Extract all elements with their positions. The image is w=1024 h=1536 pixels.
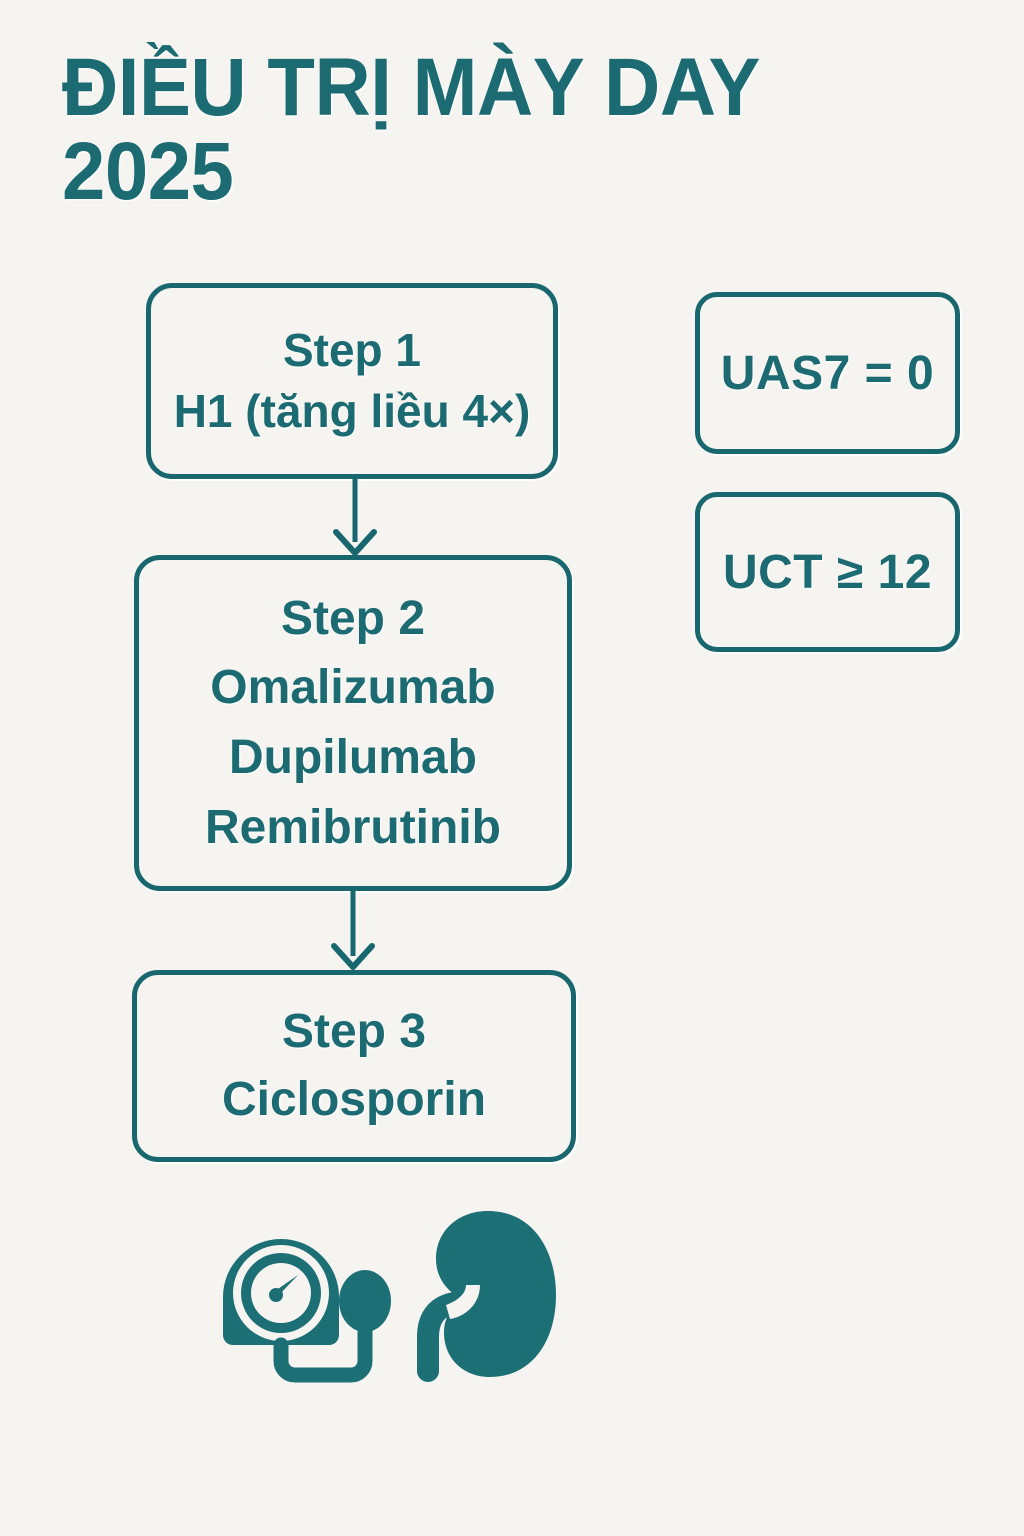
- connector-arrow-step1-step2: [333, 476, 377, 556]
- connector-arrow-step2-step3: [331, 888, 375, 970]
- flow-step-2-line-1: Omalizumab: [210, 661, 496, 715]
- flow-step-2-box[interactable]: Step 2 Omalizumab Dupilumab Remibrutinib: [134, 555, 572, 891]
- page-title: ĐIỀU TRỊ MÀY DAY 2025: [62, 46, 841, 213]
- flow-step-2-line-2: Dupilumab: [229, 731, 477, 784]
- kidney-icon: [417, 1211, 556, 1382]
- target-badge-uct[interactable]: UCT ≥ 12: [695, 492, 960, 652]
- flow-step-3-box[interactable]: Step 3 Ciclosporin: [132, 970, 576, 1162]
- target-badge-uas7[interactable]: UAS7 = 0: [695, 292, 960, 454]
- flow-step-1-line-1: H1 (tăng liều 4×): [173, 385, 531, 437]
- flow-step-3-heading: Step 3: [281, 1004, 427, 1058]
- icon-row: [205, 1205, 575, 1385]
- blood-pressure-monitor-icon: [223, 1239, 391, 1383]
- flow-step-1-box[interactable]: Step 1 H1 (tăng liều 4×): [146, 283, 558, 479]
- flow-step-2-line-3: Remibrutinib: [205, 800, 501, 854]
- flow-step-2-heading: Step 2: [280, 591, 426, 645]
- page-title-line-2: 2025: [62, 125, 234, 217]
- flow-step-3-line-1: Ciclosporin: [221, 1073, 487, 1126]
- flow-step-1-heading: Step 1: [282, 324, 422, 377]
- page-title-line-1: ĐIỀU TRỊ MÀY DAY: [62, 42, 760, 133]
